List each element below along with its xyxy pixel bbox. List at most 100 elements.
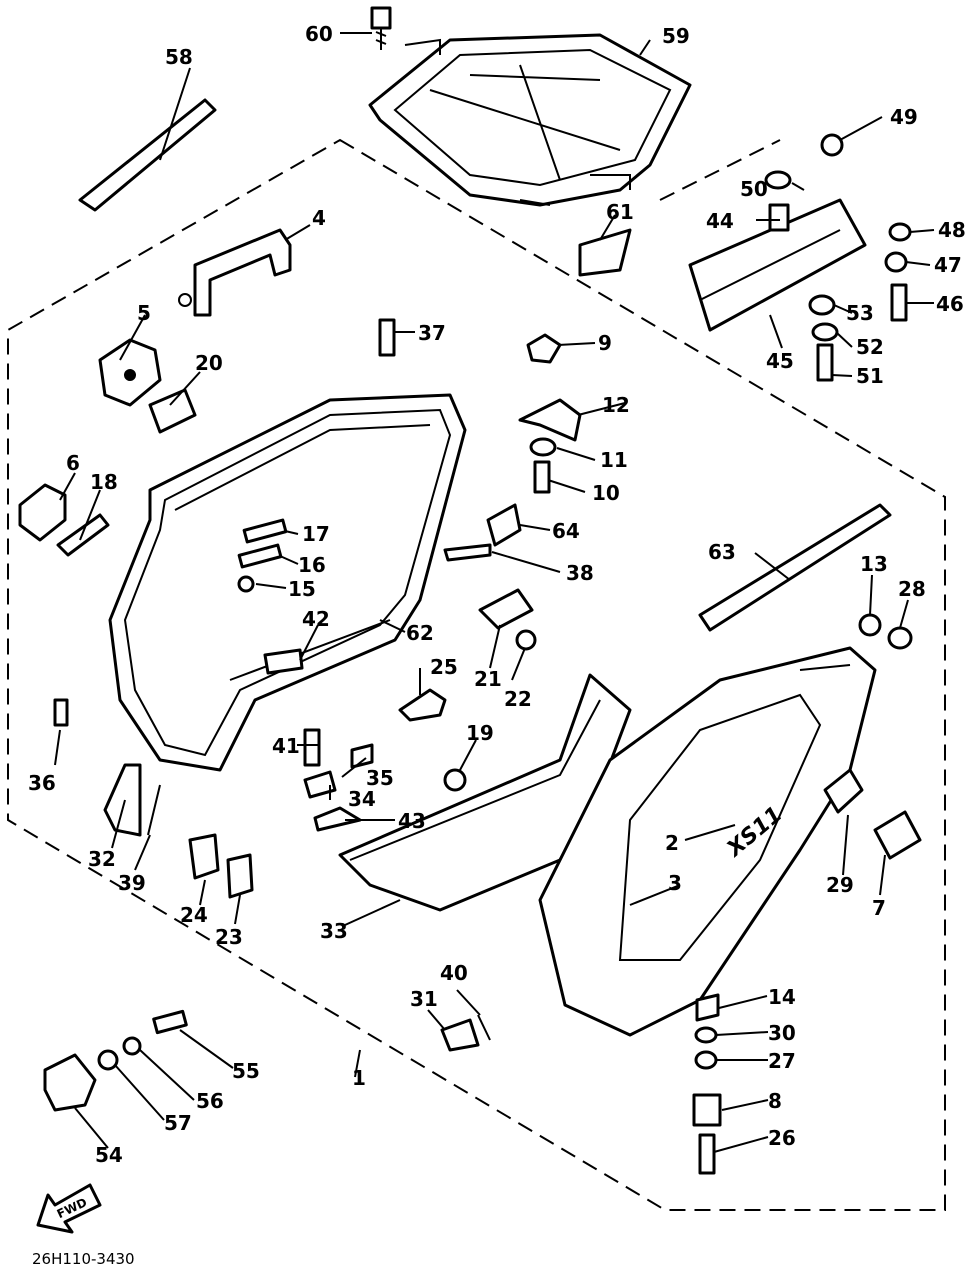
- part-number: 12: [602, 393, 630, 417]
- part-number: 42: [302, 607, 330, 631]
- part-number: 52: [856, 335, 884, 359]
- part-number: 24: [180, 903, 208, 927]
- part-number: 50: [740, 177, 768, 201]
- bracket-12: [518, 398, 582, 442]
- bolt-36: [53, 698, 69, 727]
- part-number: 25: [430, 655, 458, 679]
- bracket-32: [103, 763, 142, 837]
- bracket-23: [226, 853, 254, 899]
- part-number: 9: [598, 331, 612, 355]
- bolt-37: [378, 318, 396, 357]
- part-number: 48: [938, 218, 966, 242]
- nut-9: [526, 333, 562, 364]
- bracket-45: [688, 198, 867, 332]
- saddlebag-frame: [108, 393, 467, 772]
- bolt-46: [890, 283, 908, 322]
- part-number: 39: [118, 871, 146, 895]
- part-number: 3: [668, 871, 682, 895]
- bolt-40: [477, 1014, 491, 1041]
- part-number: 4: [312, 206, 326, 230]
- part-number: 64: [552, 519, 580, 543]
- part-number: 34: [348, 787, 376, 811]
- collar-27: [694, 1050, 718, 1070]
- plate-21: [478, 588, 534, 630]
- part-number: 21: [474, 667, 502, 691]
- bolt-51: [816, 343, 834, 382]
- washer-56: [122, 1036, 142, 1056]
- washer-30: [694, 1026, 718, 1044]
- bolt-26: [698, 1133, 716, 1175]
- plate-17: [242, 518, 288, 544]
- plate-29: [823, 768, 864, 814]
- lock-6: [18, 483, 67, 542]
- part-number: 5: [137, 301, 151, 325]
- washer-48: [888, 222, 912, 242]
- diagram-code: 26H110-3430: [32, 1250, 135, 1268]
- clip-34: [303, 770, 337, 799]
- forward-arrow: FWD: [36, 1183, 102, 1234]
- rod-63: [698, 503, 892, 632]
- part-number: 58: [165, 45, 193, 69]
- part-number: 35: [366, 766, 394, 790]
- part-number: 14: [768, 985, 796, 1009]
- bolt-38: [443, 543, 492, 562]
- bolt-10: [533, 460, 551, 494]
- bolt-55: [152, 1009, 188, 1035]
- part-number: 30: [768, 1021, 796, 1045]
- nut-14: [695, 993, 720, 1022]
- part-labels: 60 59 58 4 5 20 6 18 17 16 15 42 62 36 3…: [28, 22, 966, 1167]
- nut-15: [237, 575, 255, 593]
- reflector-7: [873, 810, 922, 860]
- washer-11: [529, 437, 557, 457]
- part-number: 57: [164, 1111, 192, 1135]
- part-number: 51: [856, 364, 884, 388]
- part-number: 59: [662, 24, 690, 48]
- part-number: 16: [298, 553, 326, 577]
- part-number: 38: [566, 561, 594, 585]
- part-number: 1: [352, 1066, 366, 1090]
- part-number: 53: [846, 301, 874, 325]
- bracket-24: [188, 833, 220, 880]
- part-number: 63: [708, 540, 736, 564]
- clip-64: [486, 503, 522, 547]
- bracket-25: [398, 688, 447, 722]
- part-number: 54: [95, 1143, 123, 1167]
- part-number: 33: [320, 919, 348, 943]
- bracket-31: [440, 1018, 480, 1052]
- part-number: 44: [706, 209, 734, 233]
- part-number: 11: [600, 448, 628, 472]
- part-number: 6: [66, 451, 80, 475]
- nut-19: [443, 768, 467, 792]
- bolt-41: [303, 728, 321, 767]
- nut-22: [515, 629, 537, 651]
- leader-lines: [54, 32, 935, 1153]
- part-number: 49: [890, 105, 918, 129]
- part-number: 10: [592, 481, 620, 505]
- grommet-13: [858, 613, 882, 637]
- part-number: 22: [504, 687, 532, 711]
- part-number: 40: [440, 961, 468, 985]
- part-number: 32: [88, 847, 116, 871]
- part-number: 18: [90, 470, 118, 494]
- inner-boundary: [659, 139, 781, 201]
- part-number: 43: [398, 809, 426, 833]
- cap-28: [887, 626, 913, 650]
- part-number: 15: [288, 577, 316, 601]
- part-number: 8: [768, 1089, 782, 1113]
- part-number: 56: [196, 1089, 224, 1113]
- part-number: 46: [936, 292, 964, 316]
- part-number: 27: [768, 1049, 796, 1073]
- part-number: 26: [768, 1126, 796, 1150]
- plate-20: [148, 388, 197, 434]
- part-number: 36: [28, 771, 56, 795]
- part-number: 41: [272, 734, 300, 758]
- plate-16: [237, 543, 283, 569]
- luggage-rack: [368, 33, 692, 207]
- nut-49: [820, 133, 844, 157]
- strap-58: [78, 98, 217, 212]
- part-number: 23: [215, 925, 243, 949]
- part-number: 60: [305, 22, 333, 46]
- part-number: 17: [302, 522, 330, 546]
- part-number: 47: [934, 253, 962, 277]
